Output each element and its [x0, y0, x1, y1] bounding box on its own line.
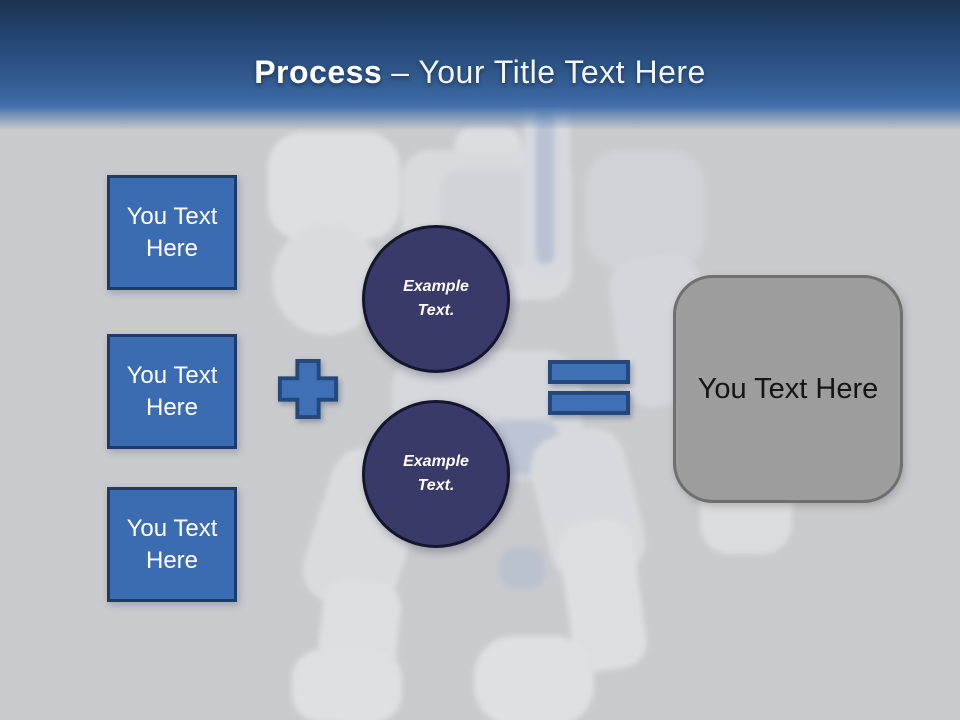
input-box-2-label: You Text Here: [126, 362, 218, 421]
header-bar: [0, 0, 960, 130]
input-box-3-label: You Text Here: [126, 515, 218, 574]
example-circle-2[interactable]: Example Text.: [362, 400, 510, 548]
input-box-1-label: You Text Here: [126, 203, 218, 262]
input-box-1[interactable]: You Text Here: [107, 175, 237, 290]
slide-title: Process– Your Title Text Here: [0, 54, 960, 91]
equals-icon: [548, 360, 632, 421]
plus-icon: [277, 358, 339, 425]
slide-title-subtitle: – Your Title Text Here: [391, 54, 706, 90]
slide-title-keyword: Process: [254, 54, 383, 90]
input-box-2[interactable]: You Text Here: [107, 334, 237, 449]
input-box-3[interactable]: You Text Here: [107, 487, 237, 602]
result-box-label: You Text Here: [697, 372, 879, 405]
result-box[interactable]: You Text Here: [673, 275, 903, 503]
example-circle-2-label: Example Text.: [403, 453, 469, 494]
example-circle-1[interactable]: Example Text.: [362, 225, 510, 373]
example-circle-1-label: Example Text.: [403, 278, 469, 319]
